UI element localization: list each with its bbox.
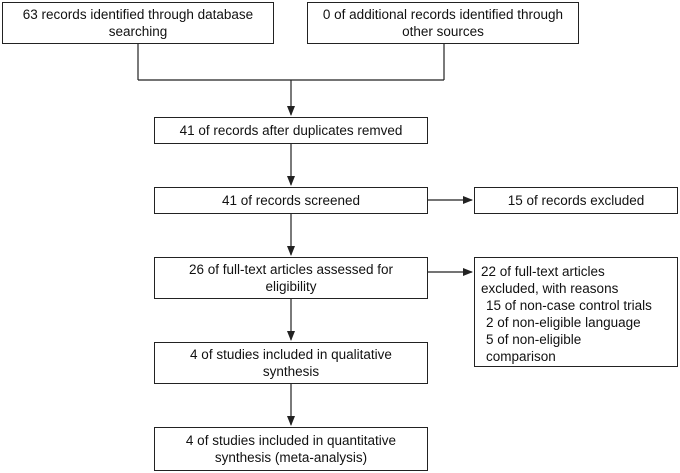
box-records-screened: 41 of records screened (154, 187, 428, 214)
box-text: 15 of records excluded (507, 193, 645, 208)
box-qualitative-synthesis: 4 of studies included in qualitative syn… (154, 342, 428, 384)
box-records-after-duplicates: 41 of records after duplicates remved (154, 117, 428, 144)
box-records-identified-other: 0 of additional records identified throu… (307, 2, 579, 44)
box-text: 26 of full-text articles assessed for el… (188, 262, 394, 294)
box-records-identified-database: 63 records identified through database s… (2, 2, 274, 44)
box-quantitative-synthesis: 4 of studies included in quantitative sy… (154, 427, 428, 471)
box-text: 4 of studies included in qualitative syn… (190, 347, 392, 379)
box-text: 41 of records screened (221, 193, 361, 208)
box-records-excluded: 15 of records excluded (474, 187, 678, 214)
exclusion-heading-line1: 22 of full-text articles (481, 264, 605, 279)
box-text: 41 of records after duplicates remved (179, 123, 403, 138)
box-fulltext-assessed: 26 of full-text articles assessed for el… (154, 257, 428, 299)
box-text: 0 of additional records identified throu… (322, 7, 564, 39)
box-text: 63 records identified through database s… (22, 7, 254, 39)
exclusion-reason-1: 15 of non-case control trials (486, 298, 652, 313)
exclusion-heading-line2: excluded, with reasons (481, 281, 619, 296)
box-text: 4 of studies included in quantitative sy… (185, 433, 397, 465)
box-fulltext-excluded-reasons: 22 of full-text articles excluded, with … (474, 257, 678, 367)
exclusion-reason-3-line2: comparison (486, 349, 556, 364)
exclusion-reason-2: 2 of non-eligible language (486, 315, 641, 330)
exclusion-reason-3-line1: 5 of non-eligible (486, 332, 582, 347)
